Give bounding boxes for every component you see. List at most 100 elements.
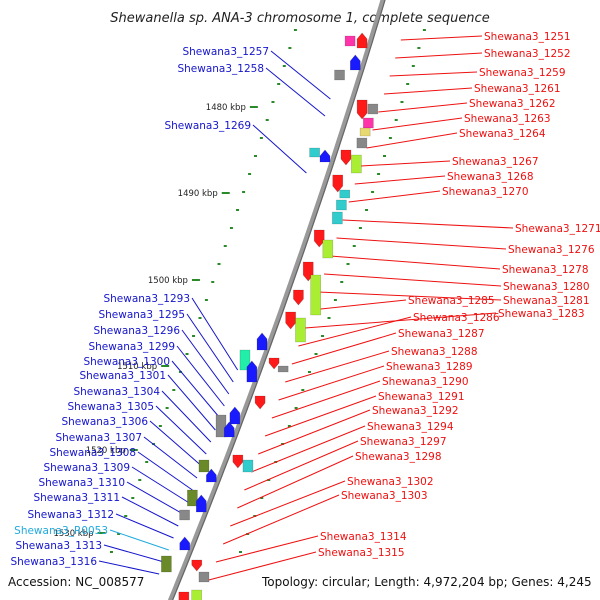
map-title: Shewanella sp. ANA-3 chromosome 1, compl… xyxy=(110,11,489,26)
gene-label-right[interactable]: Shewana3_1303 xyxy=(341,490,428,502)
gene-label-right[interactable]: Shewana3_1262 xyxy=(469,98,556,110)
gene-feature[interactable] xyxy=(310,274,321,316)
gene-label-left[interactable]: Shewana3_1307 xyxy=(55,432,142,444)
gene-label-right[interactable]: Shewana3_1289 xyxy=(386,361,473,373)
gene-feature[interactable] xyxy=(198,459,210,473)
gene-feature[interactable] xyxy=(293,289,304,306)
gene-label-right[interactable]: Shewana3_1314 xyxy=(320,531,407,543)
gene-feature[interactable] xyxy=(198,571,210,583)
gene-label-right[interactable]: Shewana3_1263 xyxy=(464,113,551,125)
gene-feature[interactable] xyxy=(356,137,368,149)
gene-label-left[interactable]: Shewana3_1304 xyxy=(73,386,160,398)
gene-label-right[interactable]: Shewana3_1287 xyxy=(398,328,485,340)
gene-feature[interactable] xyxy=(242,459,254,473)
gene-label-right[interactable]: Shewana3_1286 xyxy=(413,312,500,324)
gene-label-right[interactable]: Shewana3_1271 xyxy=(515,223,600,235)
gene-features[interactable] xyxy=(161,32,379,600)
gene-label-left[interactable]: Shewana3_1300 xyxy=(83,356,170,368)
gene-feature[interactable] xyxy=(356,99,368,120)
gene-label-right[interactable]: Shewana3_1288 xyxy=(391,346,478,358)
gene-label-left[interactable]: Shewana3_1313 xyxy=(15,540,102,552)
gene-label-right[interactable]: Shewana3_1270 xyxy=(442,186,529,198)
gene-feature[interactable] xyxy=(344,35,356,47)
gene-label-left[interactable]: Shewana3_1316 xyxy=(10,556,97,568)
forward-gene-labels[interactable]: Shewana3_1257Shewana3_1258Shewana3_1269S… xyxy=(10,46,269,568)
gene-label-right[interactable]: Shewana3_1298 xyxy=(355,451,442,463)
gene-label-left[interactable]: Shewana3_1257 xyxy=(182,46,269,58)
reverse-gene-labels[interactable]: Shewana3_1251Shewana3_1252Shewana3_1259S… xyxy=(318,31,600,559)
gene-feature[interactable] xyxy=(332,174,344,193)
gene-label-right[interactable]: Shewana3_1261 xyxy=(474,83,561,95)
gene-feature[interactable] xyxy=(277,365,289,373)
gene-feature[interactable] xyxy=(349,54,361,71)
gene-label-left[interactable]: Shewana3_R0053 xyxy=(14,525,108,537)
gene-feature[interactable] xyxy=(223,421,235,438)
gene-label-left[interactable]: Shewana3_1293 xyxy=(103,293,190,305)
gene-label-left[interactable]: Shewana3_1308 xyxy=(49,447,136,459)
gene-label-right[interactable]: Shewana3_1264 xyxy=(459,128,546,140)
gene-label-right[interactable]: Shewana3_1276 xyxy=(508,244,595,256)
gene-label-left[interactable]: Shewana3_1301 xyxy=(79,370,166,382)
gene-label-right[interactable]: Shewana3_1281 xyxy=(503,295,590,307)
gene-label-left[interactable]: Shewana3_1299 xyxy=(88,341,175,353)
gene-feature[interactable] xyxy=(322,239,334,259)
gene-label-left[interactable]: Shewana3_1269 xyxy=(164,120,251,132)
gene-feature[interactable] xyxy=(363,117,374,129)
gene-feature[interactable] xyxy=(254,395,266,410)
gene-feature[interactable] xyxy=(309,147,320,158)
gene-feature[interactable] xyxy=(336,199,347,211)
gene-label-right[interactable]: Shewana3_1278 xyxy=(502,264,589,276)
gene-label-right[interactable]: Shewana3_1292 xyxy=(372,405,459,417)
gene-feature[interactable] xyxy=(195,494,207,513)
gene-label-right[interactable]: Shewana3_1290 xyxy=(382,376,469,388)
gene-label-right[interactable]: Shewana3_1259 xyxy=(479,67,566,79)
gene-feature[interactable] xyxy=(246,360,258,383)
gene-feature[interactable] xyxy=(268,357,280,370)
gene-label-right[interactable]: Shewana3_1252 xyxy=(484,48,571,60)
gene-label-left[interactable]: Shewana3_1309 xyxy=(43,462,130,474)
gene-feature[interactable] xyxy=(319,149,331,163)
gene-label-left[interactable]: Shewana3_1295 xyxy=(98,309,185,321)
gene-label-right[interactable]: Shewana3_1267 xyxy=(452,156,539,168)
gene-label-left[interactable]: Shewana3_1310 xyxy=(38,477,125,489)
gene-feature[interactable] xyxy=(187,489,198,507)
leader-line xyxy=(265,67,326,117)
gene-feature[interactable] xyxy=(295,317,306,343)
gene-label-right[interactable]: Shewana3_1283 xyxy=(498,308,585,320)
gene-feature[interactable] xyxy=(191,589,202,600)
gene-feature[interactable] xyxy=(351,154,362,174)
gene-feature[interactable] xyxy=(161,555,172,573)
gene-feature[interactable] xyxy=(256,332,268,351)
gene-label-left[interactable]: Shewana3_1258 xyxy=(177,63,264,75)
gene-feature[interactable] xyxy=(191,559,203,572)
gene-feature[interactable] xyxy=(206,468,217,483)
gene-label-right[interactable]: Shewana3_1302 xyxy=(347,476,434,488)
gene-label-left[interactable]: Shewana3_1311 xyxy=(33,492,120,504)
gene-feature[interactable] xyxy=(339,189,351,199)
gene-label-left[interactable]: Shewana3_1312 xyxy=(27,509,114,521)
gene-label-left[interactable]: Shewana3_1306 xyxy=(61,416,148,428)
gene-label-right[interactable]: Shewana3_1291 xyxy=(378,391,465,403)
gene-feature[interactable] xyxy=(359,127,371,137)
gene-label-right[interactable]: Shewana3_1294 xyxy=(367,421,454,433)
gene-feature[interactable] xyxy=(367,103,379,115)
gene-label-left[interactable]: Shewana3_1305 xyxy=(67,401,154,413)
gene-feature[interactable] xyxy=(179,536,191,551)
gene-label-left[interactable]: Shewana3_1296 xyxy=(93,325,180,337)
gene-feature[interactable] xyxy=(313,229,325,248)
gene-feature[interactable] xyxy=(229,406,241,425)
gene-feature[interactable] xyxy=(332,211,343,225)
gene-feature[interactable] xyxy=(232,454,244,469)
gene-feature[interactable] xyxy=(285,311,296,330)
gene-label-right[interactable]: Shewana3_1280 xyxy=(503,281,590,293)
gene-label-right[interactable]: Shewana3_1297 xyxy=(360,436,447,448)
gene-label-right[interactable]: Shewana3_1251 xyxy=(484,31,571,43)
gene-feature[interactable] xyxy=(334,69,345,81)
gene-feature[interactable] xyxy=(179,509,190,521)
gene-label-right[interactable]: Shewana3_1285 xyxy=(408,295,495,307)
gene-feature[interactable] xyxy=(340,149,352,166)
gene-label-right[interactable]: Shewana3_1268 xyxy=(447,171,534,183)
gene-label-right[interactable]: Shewana3_1315 xyxy=(318,547,405,559)
gene-feature[interactable] xyxy=(356,32,368,49)
gene-feature[interactable] xyxy=(178,591,190,600)
